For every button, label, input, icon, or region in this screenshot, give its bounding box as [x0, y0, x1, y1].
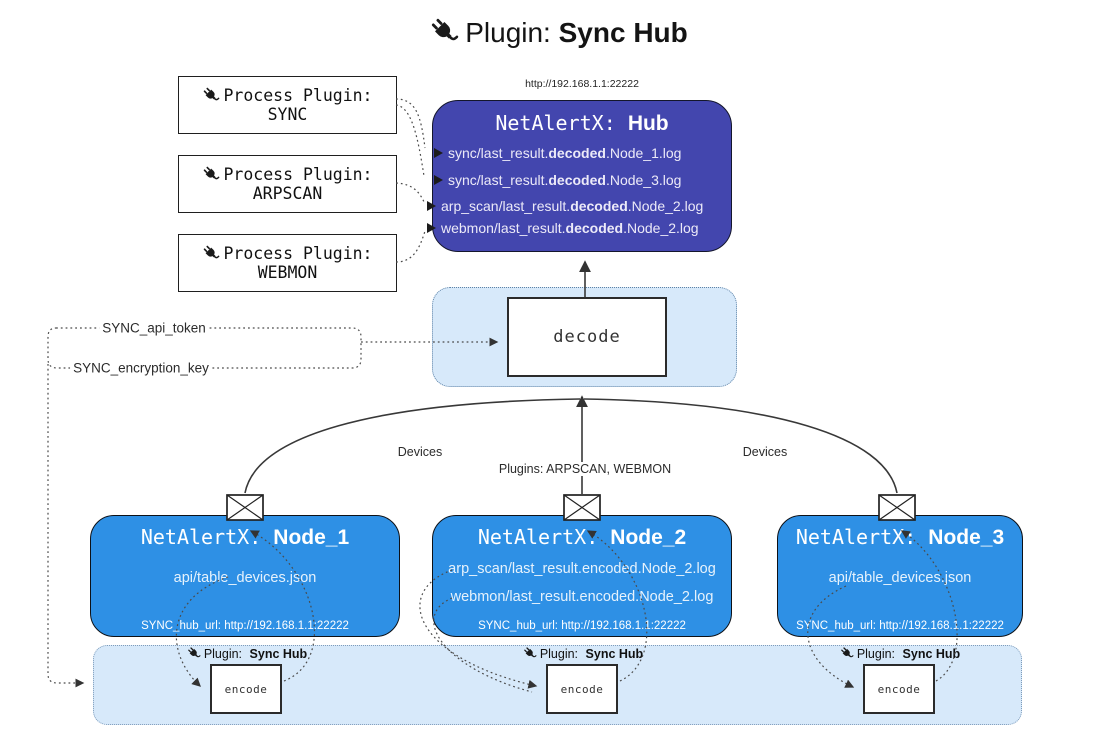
envelope-icon — [878, 494, 916, 521]
node-file: webmon/last_result.encoded.Node_2.log — [450, 589, 714, 605]
process-plugin-box-arpscan: Process Plugin: ARPSCAN — [178, 155, 397, 213]
process-plugin-box-webmon: Process Plugin: WEBMON — [178, 234, 397, 292]
arrow-right-icon — [434, 148, 443, 158]
hub-log-line: sync/last_result.decoded.Node_3.log — [434, 169, 681, 191]
decode-box: decode — [507, 297, 667, 377]
arrow-right-icon — [434, 175, 443, 185]
hub-title: NetAlertX: Hub — [432, 111, 732, 136]
node-hub-url: SYNC_hub_url: http://192.168.1.1:22222 — [478, 620, 686, 632]
process-plugin-label: Process Plugin: — [223, 86, 373, 105]
node-file: arp_scan/last_result.encoded.Node_2.log — [448, 561, 716, 577]
plug-icon — [186, 646, 202, 661]
plug-icon — [202, 165, 221, 184]
encode-box-1: encode — [210, 664, 282, 714]
node-title: NetAlertX: Node_3 — [795, 525, 1005, 549]
sync-api-token-label: SYNC_api_token — [99, 320, 209, 336]
process-plugin-box-sync: Process Plugin: SYNC — [178, 76, 397, 134]
node-box-1 — [90, 515, 400, 637]
encode-box-2: encode — [546, 664, 618, 714]
edge-label-plugins: Plugins: ARPSCAN, WEBMON — [495, 462, 675, 476]
process-plugin-name: WEBMON — [257, 263, 318, 282]
node-title: NetAlertX: Node_1 — [140, 525, 350, 549]
plug-icon — [202, 244, 221, 263]
hub-url-label: http://192.168.1.1:22222 — [525, 78, 639, 90]
plug-icon — [428, 15, 460, 47]
hub-log-line: arp_scan/last_result.decoded.Node_2.log — [427, 195, 703, 217]
node-hub-url: SYNC_hub_url: http://192.168.1.1:22222 — [141, 620, 349, 632]
plug-icon — [202, 86, 221, 105]
hub-title-prefix: NetAlertX: — [495, 111, 616, 135]
strip-plugin-label: Plugin: Sync Hub — [522, 646, 643, 661]
encode-box-3: encode — [863, 664, 935, 714]
hub-log-line: webmon/last_result.decoded.Node_2.log — [427, 217, 699, 239]
process-plugin-name: ARPSCAN — [252, 184, 323, 203]
process-plugin-name: SYNC — [267, 105, 308, 124]
title-prefix: Plugin: — [465, 17, 551, 48]
page-title: Plugin: Sync Hub — [0, 15, 1117, 49]
arrow-right-icon — [427, 223, 436, 233]
strip-plugin-label: Plugin: Sync Hub — [186, 646, 307, 661]
process-plugin-label: Process Plugin: — [223, 165, 373, 184]
process-plugin-label: Process Plugin: — [223, 244, 373, 263]
plug-icon — [839, 646, 855, 661]
hub-log-line: sync/last_result.decoded.Node_1.log — [434, 142, 681, 164]
arrow-right-icon — [427, 201, 436, 211]
title-name: Sync Hub — [558, 17, 688, 48]
sync-encryption-key-label: SYNC_encryption_key — [70, 360, 212, 376]
node-file: api/table_devices.json — [173, 570, 317, 586]
node-hub-url: SYNC_hub_url: http://192.168.1.1:22222 — [796, 620, 1004, 632]
strip-plugin-label: Plugin: Sync Hub — [839, 646, 960, 661]
plug-icon — [522, 646, 538, 661]
node-file: api/table_devices.json — [828, 570, 972, 586]
edge-label-devices-right: Devices — [739, 445, 791, 459]
envelope-icon — [563, 494, 601, 521]
node-title: NetAlertX: Node_2 — [477, 525, 687, 549]
edge-label-devices-left: Devices — [394, 445, 446, 459]
hub-box — [432, 100, 732, 252]
envelope-icon — [226, 494, 264, 521]
hub-title-name: Hub — [627, 112, 669, 135]
